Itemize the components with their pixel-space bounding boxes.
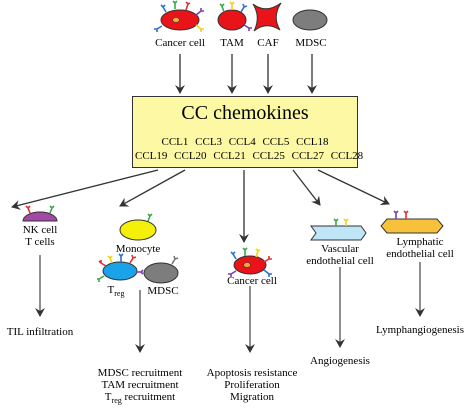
ccl-item: CCL18 — [296, 136, 329, 148]
cancer-outcome-2: Proliferation — [224, 379, 280, 391]
vascular-label-1: Vascular — [321, 243, 359, 255]
mono-outcome-3-sub: reg — [111, 396, 122, 405]
ccl-item: CCL27 — [291, 150, 325, 162]
cc-chemokines-title: CC chemokines — [181, 102, 309, 124]
lymph-outcome: Lymphangiogenesis — [376, 324, 464, 336]
cc-chemokines-box: CC chemokines CCL1 CCL3 CCL4 CCL5 CCL18 … — [132, 96, 363, 168]
arrow-chemokines-to-monocyte — [119, 169, 186, 207]
mono-outcome-1: MDSC recruitment — [97, 367, 183, 379]
ccl-item: CCL20 — [174, 150, 207, 162]
source-caf-icon — [252, 2, 282, 32]
arrow-chemokines-to-vascular — [292, 169, 321, 206]
treg-label-main: T — [107, 284, 115, 296]
source-cancer-cell-icon — [154, 0, 204, 32]
ccl-item: CCL28 — [330, 150, 364, 162]
arrow-chemokines-to-nk — [11, 169, 159, 210]
source-label-cancer: Cancer cell — [155, 37, 205, 49]
ccl-item: CCL1 — [161, 136, 189, 148]
cancer-outcome-3: Migration — [230, 391, 274, 403]
ccl-row-1: CCL1 CCL3 CCL4 CCL5 CCL18 — [133, 136, 357, 148]
lymph-label-1: Lymphatic — [396, 236, 444, 248]
mono-outcome-3-rest: recruitment — [121, 391, 176, 403]
treg-label-sub: reg — [114, 289, 125, 298]
target-vascular-endothelial-icon — [310, 218, 367, 241]
ccl-item: CCL25 — [252, 150, 285, 162]
ccl-item: CCL4 — [228, 136, 256, 148]
cancer-outcome-1: Apoptosis resistance — [206, 367, 298, 379]
ccl-row-2: CCL19 CCL20 CCL21 CCL25 CCL27 CCL28 — [133, 150, 363, 162]
target-monocyte-icon — [119, 213, 157, 241]
vascular-label-2: endothelial cell — [306, 255, 374, 267]
arrow-chemokines-to-lymphatic — [317, 169, 390, 206]
treg-label: Treg — [108, 284, 125, 300]
source-label-caf: CAF — [257, 37, 279, 49]
mdsc-target-label: MDSC — [147, 285, 179, 297]
nk-label-2: T cells — [25, 236, 55, 248]
source-tam-icon — [217, 1, 252, 31]
cancer-target-label: Cancer cell — [227, 275, 277, 287]
nk-outcome: TIL infiltration — [6, 326, 74, 338]
source-label-tam: TAM — [220, 37, 244, 49]
nk-label-1: NK cell — [22, 224, 58, 236]
source-mdsc-icon — [292, 9, 328, 31]
vascular-outcome: Angiogenesis — [310, 355, 370, 367]
mono-outcome-3: Treg recruitment — [105, 391, 175, 407]
ccl-item: CCL5 — [262, 136, 290, 148]
mono-outcome-3-main: T — [104, 391, 112, 403]
ccl-item: CCL19 — [135, 150, 168, 162]
source-label-mdsc: MDSC — [295, 37, 327, 49]
lymph-label-2: endothelial cell — [386, 248, 454, 260]
target-treg-icon — [97, 253, 144, 282]
target-nk-cell-icon — [22, 205, 58, 222]
target-lymphatic-endothelial-icon — [380, 210, 444, 234]
ccl-item: CCL21 — [213, 150, 246, 162]
target-cancer-cell-icon — [228, 247, 272, 277]
mono-outcome-2: TAM recruitment — [101, 379, 179, 391]
ccl-item: CCL3 — [195, 136, 223, 148]
monocyte-label: Monocyte — [115, 243, 161, 255]
target-mdsc-icon — [143, 255, 179, 284]
